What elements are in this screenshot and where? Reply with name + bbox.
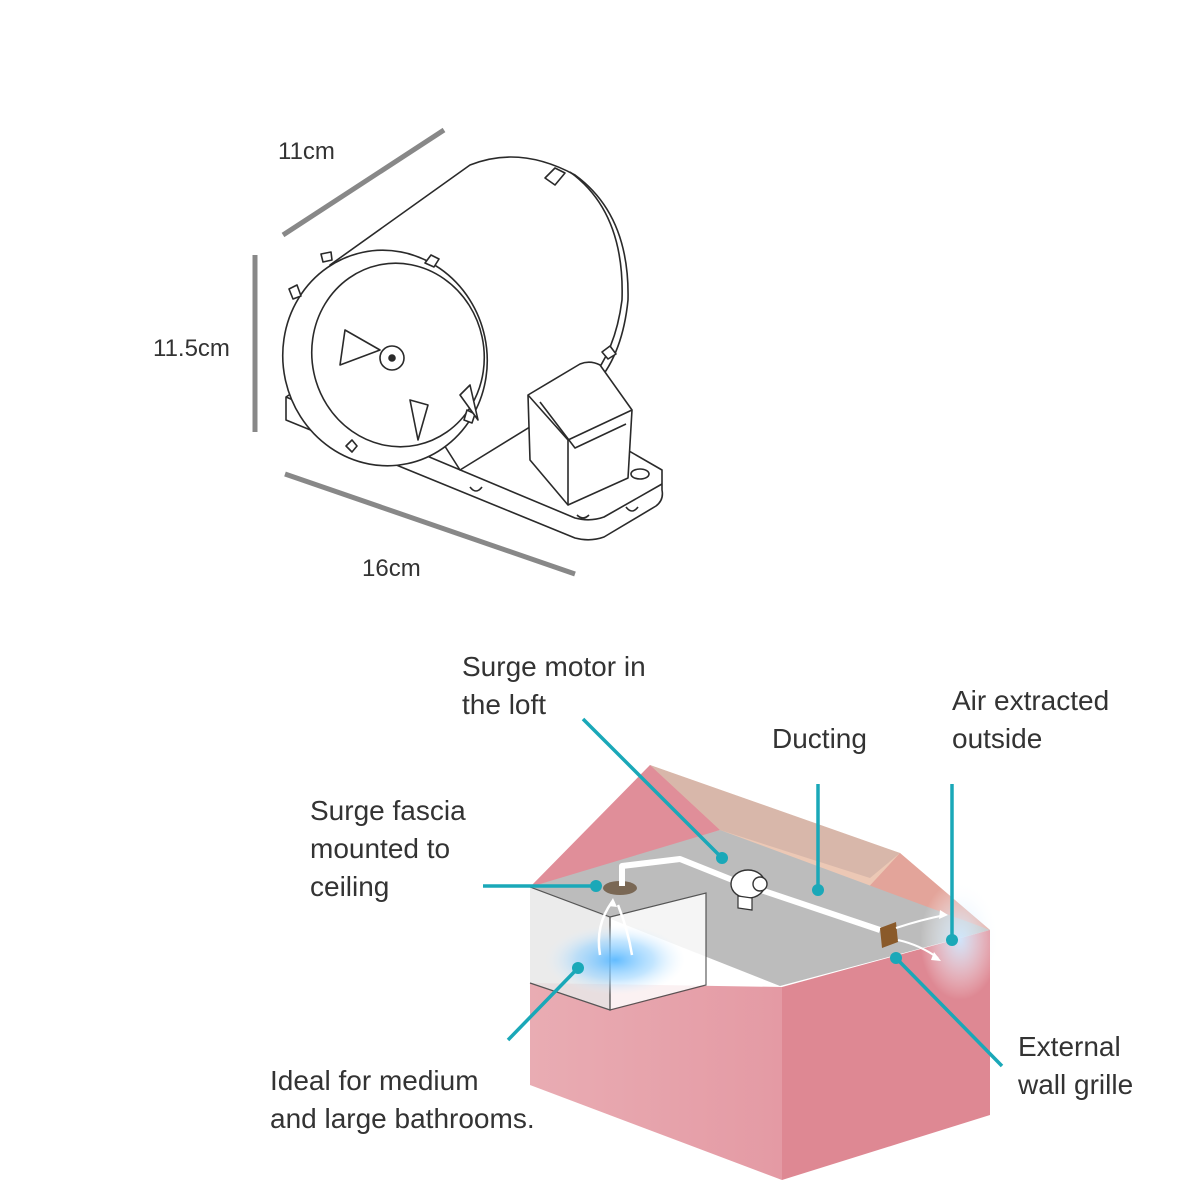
grille-label-line-2: wall grille (1018, 1069, 1134, 1100)
ideal-label: Ideal for medium and large bathrooms. (270, 1062, 535, 1138)
left-gable (530, 765, 720, 890)
fascia-label: Surge fascia mounted to ceiling (310, 792, 466, 906)
house-front-wall (530, 983, 782, 1180)
fascia-label-line-3: ceiling (310, 871, 390, 902)
length-dimension-bar (284, 471, 576, 577)
ideal-leader-dot (572, 962, 584, 974)
fascia-label-line-2: mounted to (310, 833, 451, 864)
ducting-label: Ducting (772, 723, 867, 754)
air-label-line-2: outside (952, 723, 1043, 754)
house-side-wall (782, 930, 990, 1180)
motor-label-line-1: Surge motor in (462, 651, 646, 682)
outside-air-glow (920, 880, 1000, 1000)
ducting-leader-dot (812, 884, 824, 896)
ideal-label-line-2: and large bathrooms. (270, 1103, 535, 1134)
length-dimension-label: 16cm (362, 555, 421, 582)
motor-leader-line (581, 717, 724, 860)
depth-dimension-label: 11cm (278, 138, 335, 165)
ducting-pipe (619, 856, 881, 933)
loft-motor (730, 869, 768, 911)
air-leader-dot (946, 934, 958, 946)
fan-drawing (281, 156, 664, 541)
surge-fascia (603, 881, 637, 895)
air-label-line-1: Air extracted (952, 685, 1110, 716)
grille-label-line-1: External (1018, 1031, 1121, 1062)
bathroom-glow (545, 925, 685, 995)
fan-illustration (252, 127, 664, 577)
depth-dimension-bar (281, 127, 446, 238)
motor-label: Surge motor in the loft (462, 648, 646, 724)
motor-label-line-2: the loft (462, 689, 547, 720)
ideal-label-line-1: Ideal for medium (270, 1065, 479, 1096)
ideal-leader-line (506, 966, 580, 1042)
fascia-label-line-1: Surge fascia (310, 795, 466, 826)
height-dimension-label: 11.5cm (153, 335, 230, 362)
grille-label: External wall grille (1018, 1028, 1133, 1104)
grille-leader-dot (890, 952, 902, 964)
fascia-leader-dot (590, 880, 602, 892)
air-extracted-label: Air extracted outside (952, 682, 1109, 758)
grille-leader-line (894, 956, 1004, 1068)
motor-leader-dot (716, 852, 728, 864)
attic-floor (530, 830, 990, 986)
wall-grille (880, 922, 898, 948)
